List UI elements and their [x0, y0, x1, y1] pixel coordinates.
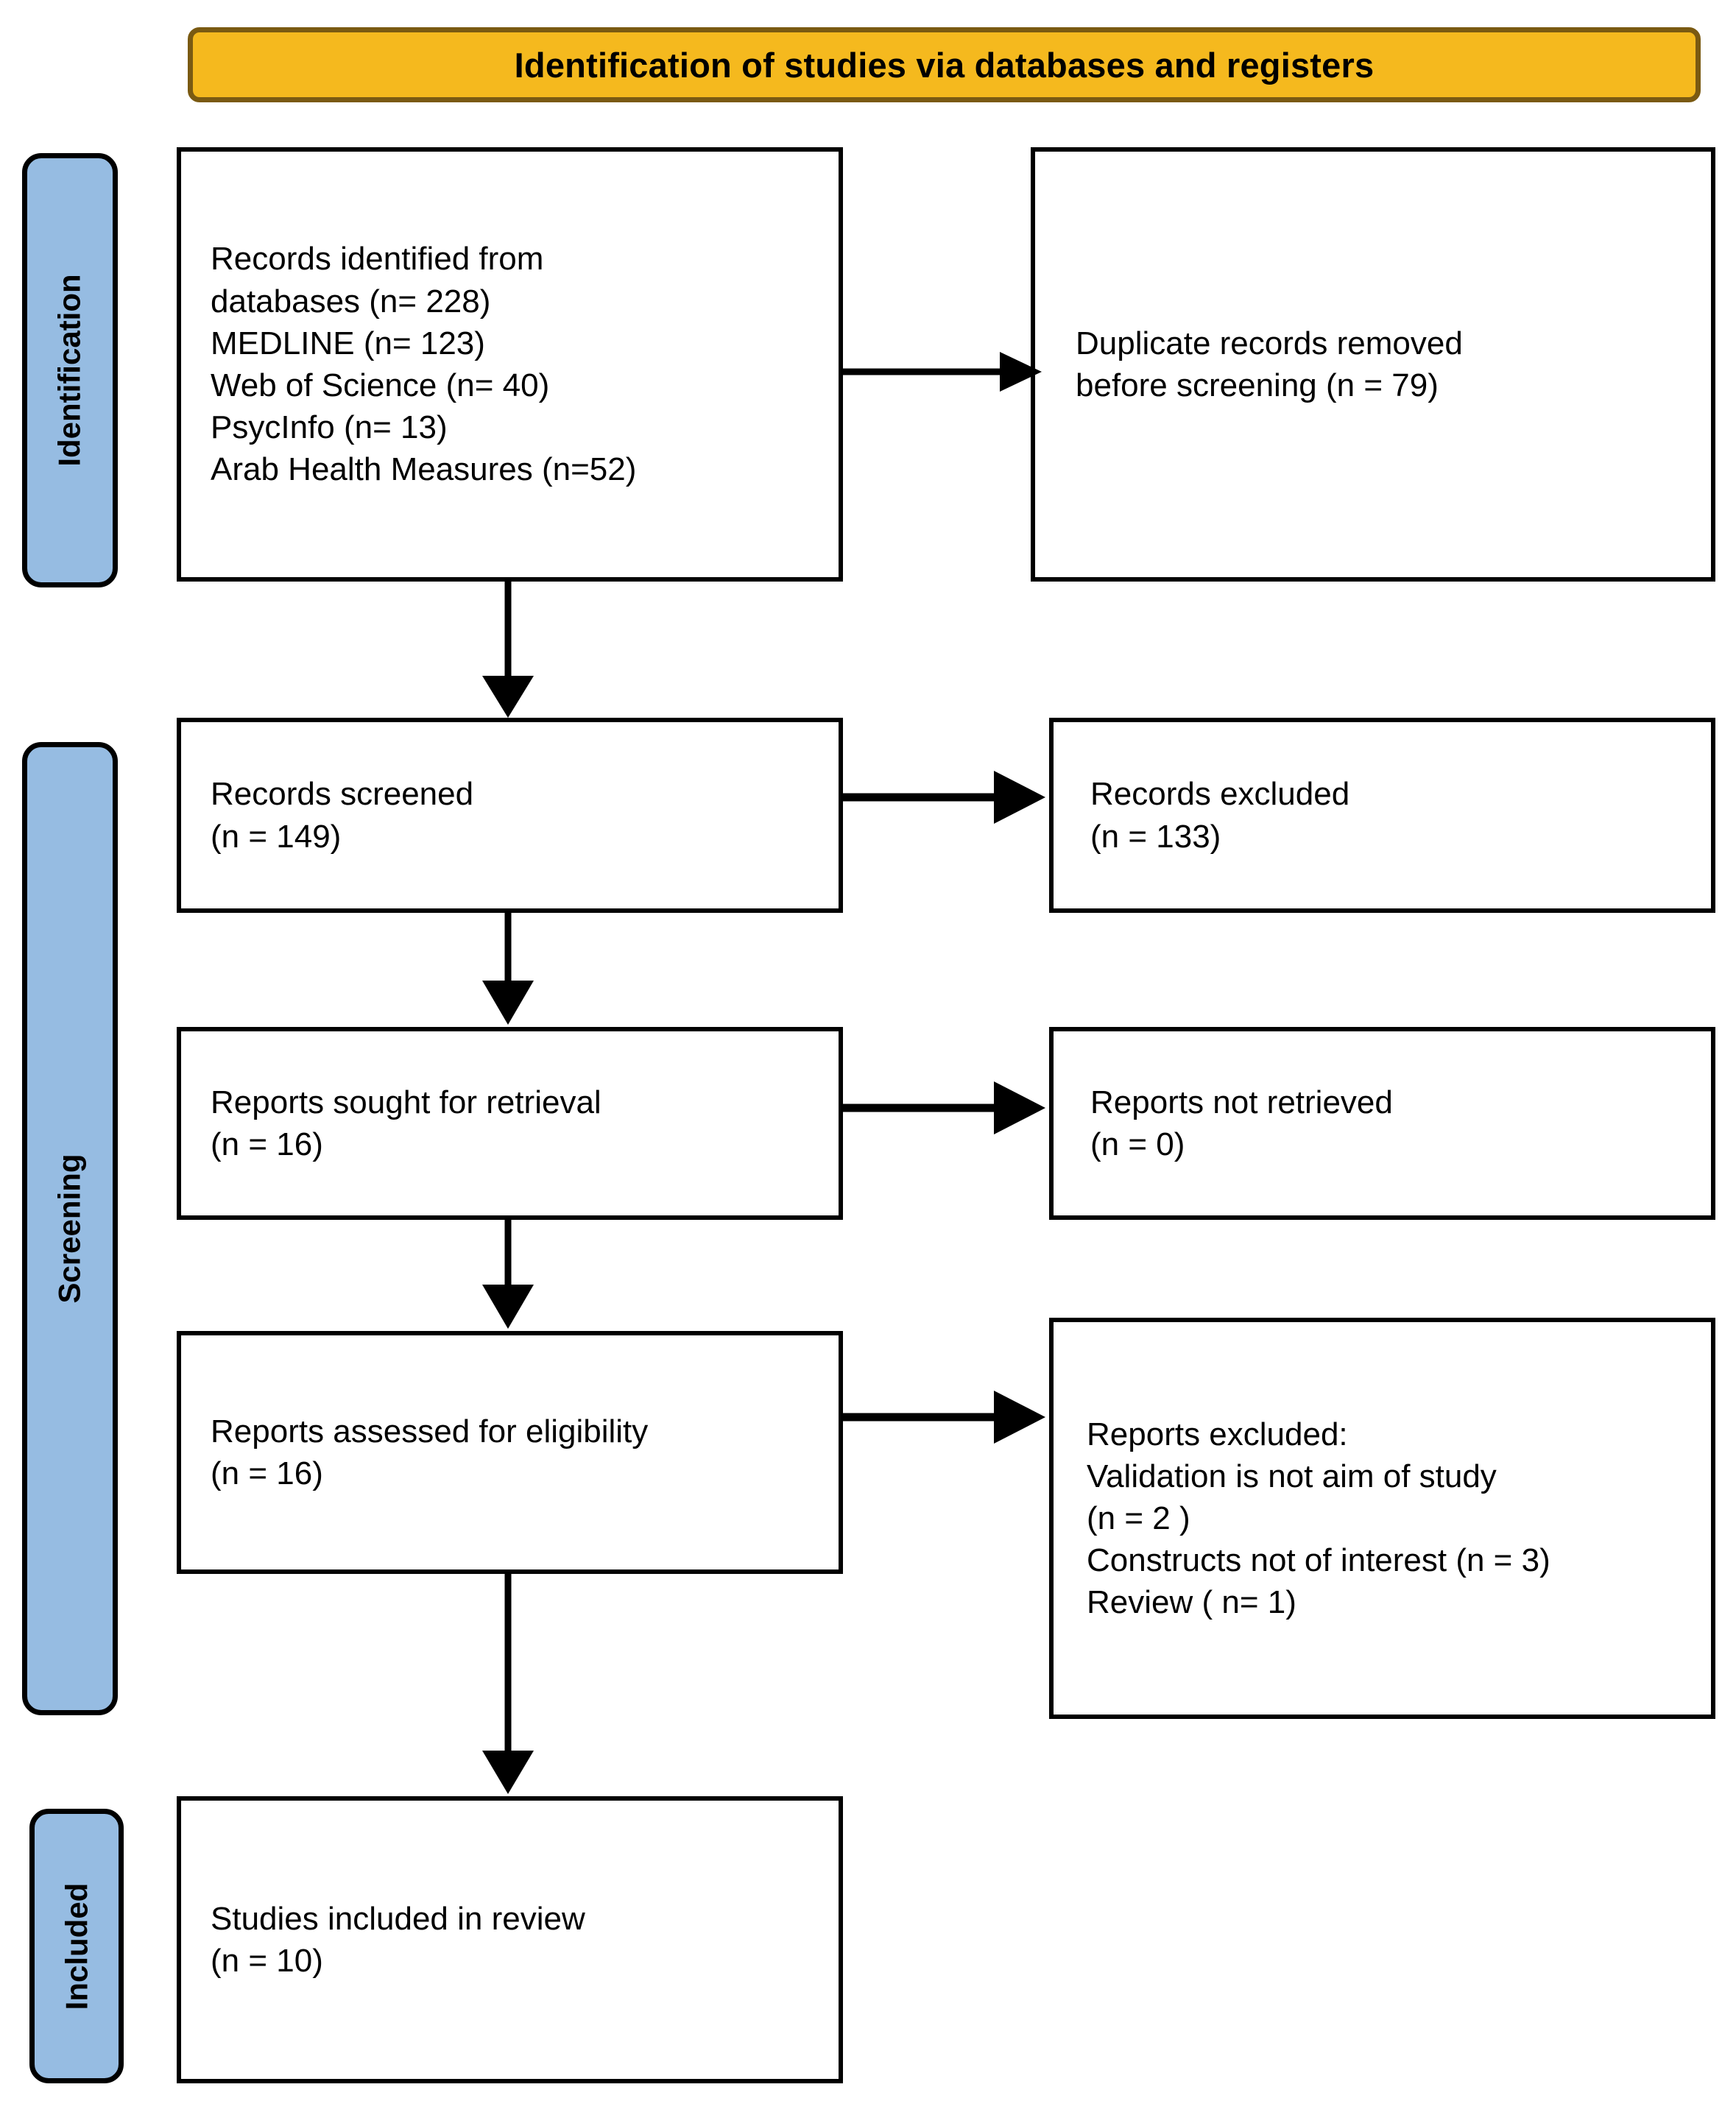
box-reports-assessed-for-eligibility: Reports assessed for eligibility (n = 16…	[177, 1331, 843, 1574]
box-reports-sought-content: Reports sought for retrieval (n = 16)	[181, 1081, 839, 1165]
text-line: Duplicate records removed	[1076, 325, 1463, 361]
stage-label-identification: Identification	[22, 153, 118, 587]
box-records-screened-content: Records screened (n = 149)	[181, 773, 839, 857]
box-reports-assessed-content: Reports assessed for eligibility (n = 16…	[181, 1410, 839, 1494]
box-duplicate-records-removed: Duplicate records removed before screeni…	[1031, 147, 1715, 582]
text-line: Records excluded	[1090, 776, 1350, 813]
text-line: (n = 10)	[211, 1943, 323, 1979]
text-line: (n = 149)	[211, 818, 342, 855]
box-reports-not-retrieved-content: Reports not retrieved (n = 0)	[1054, 1081, 1711, 1165]
text-line: Review ( n= 1)	[1087, 1584, 1296, 1621]
stage-label-identification-text: Identification	[52, 274, 87, 467]
text-line: Reports excluded:	[1087, 1416, 1348, 1452]
stage-label-screening-text: Screening	[52, 1154, 88, 1304]
box-studies-included-content: Studies included in review (n = 10)	[181, 1898, 839, 1982]
arrow-sought-to-assessed	[482, 1220, 534, 1329]
stage-label-screening: Screening	[22, 742, 118, 1715]
text-line: databases (n= 228)	[211, 283, 491, 319]
box-reports-excluded-content: Reports excluded: Validation is not aim …	[1054, 1413, 1711, 1624]
text-line: (n = 16)	[211, 1126, 323, 1162]
text-line: Reports assessed for eligibility	[211, 1413, 649, 1449]
text-line: (n = 2 )	[1087, 1500, 1190, 1536]
arrow-identified-to-screened	[482, 582, 534, 718]
box-duplicate-records-removed-content: Duplicate records removed before screeni…	[1035, 322, 1711, 406]
text-line: Records identified from	[211, 241, 544, 278]
box-records-identified-content: Records identified from databases (n= 22…	[181, 238, 839, 490]
text-line: (n = 133)	[1090, 818, 1221, 855]
arrow-screened-to-excluded	[843, 771, 1045, 824]
text-line: Web of Science (n= 40)	[211, 367, 550, 403]
box-reports-excluded: Reports excluded: Validation is not aim …	[1049, 1318, 1715, 1719]
text-line: (n = 16)	[211, 1455, 323, 1491]
box-records-identified: Records identified from databases (n= 22…	[177, 147, 843, 582]
arrow-assessed-to-included	[482, 1574, 534, 1794]
text-line: Reports not retrieved	[1090, 1084, 1393, 1120]
box-records-screened: Records screened (n = 149)	[177, 718, 843, 913]
arrow-identified-to-duplicates	[843, 352, 1042, 392]
text-line: Validation is not aim of study	[1087, 1458, 1497, 1494]
text-line: Constructs not of interest (n = 3)	[1087, 1542, 1550, 1579]
arrow-assessed-to-reports-excluded	[843, 1391, 1045, 1444]
text-line: MEDLINE (n= 123)	[211, 325, 485, 361]
box-records-excluded: Records excluded (n = 133)	[1049, 718, 1715, 913]
text-line: Records screened	[211, 776, 474, 813]
box-records-excluded-content: Records excluded (n = 133)	[1054, 773, 1711, 857]
page-title: Identification of studies via databases …	[514, 45, 1375, 85]
text-line: Arab Health Measures (n=52)	[211, 451, 637, 488]
text-line: Reports sought for retrieval	[211, 1084, 601, 1120]
arrow-screened-to-sought	[482, 913, 534, 1025]
text-line: Studies included in review	[211, 1900, 585, 1937]
arrow-sought-to-not-retrieved	[843, 1081, 1045, 1134]
box-studies-included-in-review: Studies included in review (n = 10)	[177, 1796, 843, 2083]
text-line: PsycInfo (n= 13)	[211, 409, 448, 446]
text-line: before screening (n = 79)	[1076, 367, 1439, 403]
stage-label-included: Included	[29, 1809, 124, 2083]
box-reports-sought-for-retrieval: Reports sought for retrieval (n = 16)	[177, 1027, 843, 1220]
stage-label-included-text: Included	[59, 1882, 93, 2010]
diagram-header-banner: Identification of studies via databases …	[188, 27, 1701, 102]
box-reports-not-retrieved: Reports not retrieved (n = 0)	[1049, 1027, 1715, 1220]
text-line: (n = 0)	[1090, 1126, 1185, 1162]
